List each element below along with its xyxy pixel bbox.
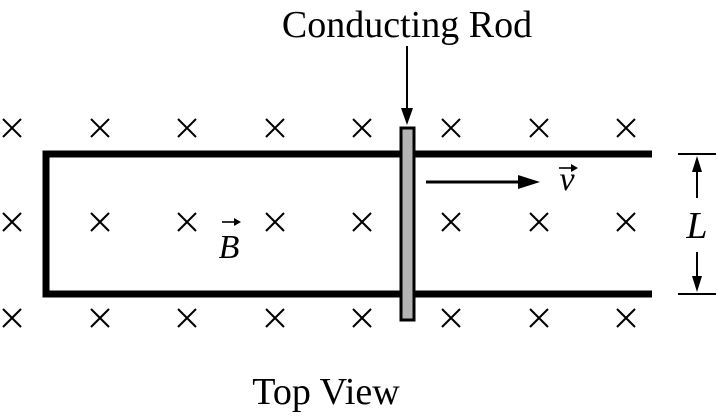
field-marker-x-icon xyxy=(2,118,22,138)
caption-top-view: Top View xyxy=(252,371,400,413)
rod-pointer-arrowhead xyxy=(401,108,413,125)
field-marker-x-icon xyxy=(177,212,197,232)
velocity-arrowhead xyxy=(518,175,540,189)
field-marker-x-icon xyxy=(352,118,372,138)
length-label: L xyxy=(685,205,707,247)
field-marker-x-icon xyxy=(616,212,636,232)
field-marker-x-icon xyxy=(529,308,549,328)
field-marker-x-icon xyxy=(2,308,22,328)
field-marker-x-icon xyxy=(616,308,636,328)
field-marker-x-icon xyxy=(177,308,197,328)
rail-circuit xyxy=(42,150,652,298)
field-marker-x-icon xyxy=(177,118,197,138)
caption-conducting-rod: Conducting Rod xyxy=(282,4,532,46)
length-arrowhead-up xyxy=(692,156,702,172)
field-marker-x-icon xyxy=(90,212,110,232)
field-marker-x-icon xyxy=(441,118,461,138)
field-label: B xyxy=(219,229,240,266)
field-marker-x-icon xyxy=(2,212,22,232)
conducting-rod xyxy=(399,126,416,322)
magnetic-field-markers xyxy=(2,118,636,328)
field-marker-x-icon xyxy=(265,212,285,232)
field-marker-x-icon xyxy=(529,212,549,232)
field-vector-mark-head xyxy=(234,218,241,226)
field-marker-x-icon xyxy=(616,118,636,138)
field-marker-x-icon xyxy=(352,212,372,232)
velocity-vector-mark-head xyxy=(571,164,578,172)
field-marker-x-icon xyxy=(352,308,372,328)
field-marker-x-icon xyxy=(441,212,461,232)
length-arrowhead-down xyxy=(692,276,702,292)
field-marker-x-icon xyxy=(90,308,110,328)
field-marker-x-icon xyxy=(529,118,549,138)
field-marker-x-icon xyxy=(265,118,285,138)
field-marker-x-icon xyxy=(265,308,285,328)
field-marker-x-icon xyxy=(90,118,110,138)
field-marker-x-icon xyxy=(441,308,461,328)
